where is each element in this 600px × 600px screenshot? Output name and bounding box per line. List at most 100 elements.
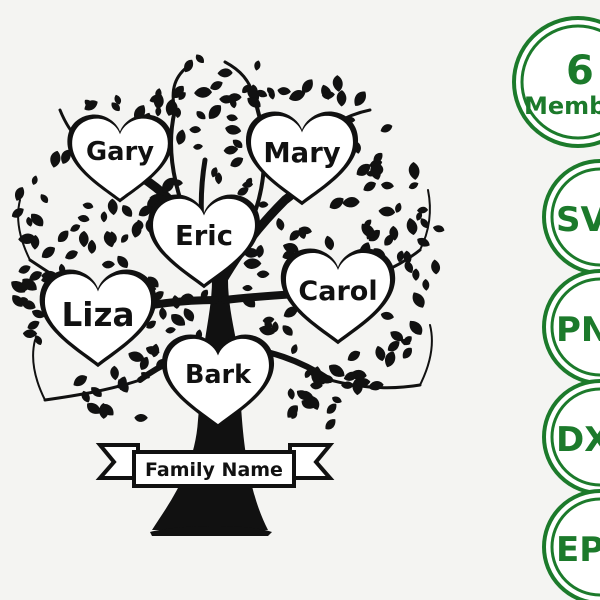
banner-tail-left bbox=[95, 443, 140, 480]
leaf bbox=[173, 128, 189, 147]
leaf bbox=[165, 326, 177, 334]
leaf bbox=[431, 259, 441, 275]
leaf bbox=[68, 222, 82, 234]
badge-format-dxf: DX bbox=[542, 379, 600, 495]
leaf bbox=[38, 244, 58, 261]
leaf bbox=[38, 192, 50, 205]
leaf bbox=[422, 278, 430, 291]
leaf bbox=[431, 223, 446, 235]
leaf bbox=[345, 348, 363, 364]
badge-format-png-label: PN bbox=[556, 310, 600, 350]
leaf bbox=[193, 86, 213, 99]
leaf bbox=[228, 155, 246, 170]
badge-format-svg-label: SV bbox=[556, 200, 600, 240]
tree-roots bbox=[150, 526, 272, 536]
leaf bbox=[204, 101, 225, 122]
leaf bbox=[330, 394, 343, 406]
heart-label-liza: Liza bbox=[62, 296, 135, 334]
badge-format-dxf-label: DX bbox=[556, 420, 600, 460]
leaf bbox=[193, 143, 203, 150]
leaf bbox=[374, 344, 387, 363]
leaf bbox=[193, 52, 206, 66]
leaf bbox=[322, 416, 339, 432]
heart-label-carol: Carol bbox=[298, 276, 377, 307]
heart-carol: Carol bbox=[280, 248, 396, 345]
leaf bbox=[379, 309, 395, 322]
leaf bbox=[335, 89, 348, 107]
leaf bbox=[102, 229, 117, 249]
badge-members-count: 6 bbox=[566, 48, 594, 94]
heart-mary: Mary bbox=[245, 111, 359, 206]
leaf bbox=[119, 202, 135, 220]
leaf bbox=[81, 200, 95, 211]
heart-label-mary: Mary bbox=[263, 138, 340, 169]
badge-format-png: PN bbox=[542, 269, 600, 385]
leaf bbox=[324, 401, 340, 416]
leaf bbox=[276, 85, 292, 97]
heart-label-bark: Bark bbox=[185, 360, 252, 390]
leaf bbox=[107, 198, 118, 216]
leaf bbox=[188, 125, 202, 134]
leaf bbox=[406, 317, 426, 339]
leaf bbox=[152, 91, 166, 110]
badge-members-label: Memb bbox=[524, 92, 600, 120]
leaf bbox=[350, 88, 370, 109]
leaf bbox=[225, 112, 239, 123]
banner-text: Family Name bbox=[145, 459, 283, 481]
leaf bbox=[342, 196, 360, 208]
leaf bbox=[377, 204, 397, 218]
leaf bbox=[25, 318, 42, 332]
leaf bbox=[380, 180, 395, 191]
leaf bbox=[171, 294, 181, 310]
leaf bbox=[17, 263, 33, 276]
badge-members: 6 Memb bbox=[512, 16, 600, 148]
leaf bbox=[407, 180, 420, 191]
leaf bbox=[110, 365, 120, 381]
leaf bbox=[323, 234, 336, 252]
leaf bbox=[70, 372, 90, 389]
leaf bbox=[194, 108, 208, 122]
badge-format-eps: EP bbox=[542, 489, 600, 600]
leaf bbox=[118, 232, 131, 245]
leaf bbox=[399, 345, 415, 361]
leaf bbox=[47, 149, 63, 169]
leaf bbox=[101, 260, 116, 269]
leaf bbox=[217, 67, 233, 78]
heart-liza: Liza bbox=[39, 269, 157, 368]
leaf bbox=[379, 122, 394, 135]
heart-gary: Gary bbox=[67, 114, 173, 203]
banner-body bbox=[132, 450, 296, 488]
leaf bbox=[408, 161, 420, 181]
heart-label-eric: Eric bbox=[175, 221, 233, 252]
leaf bbox=[223, 122, 243, 137]
leaf bbox=[159, 307, 167, 320]
leaf bbox=[409, 289, 428, 311]
leaf bbox=[275, 217, 286, 232]
leaf bbox=[415, 235, 432, 250]
leaf bbox=[30, 174, 40, 186]
leaf bbox=[416, 206, 429, 214]
leaf bbox=[256, 270, 270, 279]
leaf bbox=[114, 252, 131, 271]
leaf bbox=[289, 343, 300, 356]
heart-label-gary: Gary bbox=[86, 137, 154, 167]
leaf bbox=[99, 210, 108, 223]
leaf bbox=[280, 322, 296, 339]
leaf bbox=[76, 213, 91, 224]
leaf bbox=[252, 59, 262, 72]
heart-eric: Eric bbox=[147, 194, 261, 289]
heart-bark: Bark bbox=[161, 334, 275, 429]
leaf bbox=[287, 388, 296, 400]
leaf bbox=[242, 257, 262, 270]
leaf bbox=[78, 230, 90, 248]
badge-format-svg: SV bbox=[542, 159, 600, 275]
leaf bbox=[361, 179, 378, 194]
leaf bbox=[208, 79, 225, 92]
leaf bbox=[54, 228, 72, 245]
badge-format-eps-label: EP bbox=[556, 530, 600, 570]
leaf bbox=[241, 284, 254, 292]
family-name-banner: Family Name bbox=[95, 443, 335, 488]
leaf bbox=[332, 75, 343, 92]
leaf bbox=[405, 217, 419, 236]
